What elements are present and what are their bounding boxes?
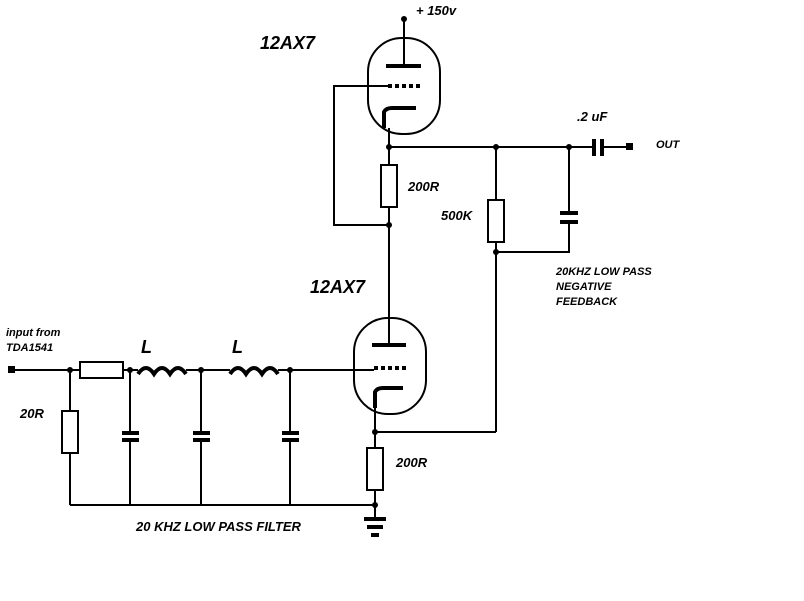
tube-bottom-envelope: [353, 317, 427, 415]
resistor-input-shunt: [61, 410, 79, 454]
resistor-series-input: [79, 361, 124, 379]
output-capacitor: [592, 139, 604, 156]
filter-capacitor-2: [193, 370, 210, 505]
inductor-1-label: L: [141, 337, 152, 357]
supply-label: + 150v: [416, 3, 457, 18]
inductor-1: [136, 366, 188, 378]
filter-capacitor-1: [122, 370, 139, 505]
resistor-feedback: [487, 199, 505, 243]
filter-capacitor-3: [282, 370, 299, 505]
resistor-feedback-label: 500K: [441, 208, 474, 223]
tube-top-cathode: [382, 106, 416, 128]
ground-symbol: [364, 517, 386, 537]
resistor-cathode-label: 200R: [395, 455, 428, 470]
inductor-2: [228, 366, 280, 378]
out-label: OUT: [656, 139, 681, 151]
inductor-2-label: L: [232, 337, 243, 357]
tube-bottom-label: 12AX7: [310, 277, 366, 297]
input-label-line1: input from: [6, 327, 61, 339]
resistor-input-shunt-label: 20R: [19, 406, 44, 421]
nfb-label-line2: NEGATIVE: [556, 281, 612, 293]
filter-caption: 20 KHZ LOW PASS FILTER: [135, 519, 302, 534]
feedback-capacitor: [560, 211, 578, 224]
resistor-plate-label: 200R: [407, 179, 440, 194]
input-label-line2: TDA1541: [6, 342, 53, 354]
tube-bottom: [353, 317, 427, 415]
tube-bottom-cathode: [373, 386, 403, 408]
tube-top-label: 12AX7: [260, 33, 316, 53]
nfb-label-line3: FEEDBACK: [556, 296, 618, 308]
cap-out-label: .2 uF: [577, 109, 608, 124]
resistor-plate: [380, 164, 398, 208]
resistor-cathode: [366, 447, 384, 491]
nfb-label-line1: 20KHZ LOW PASS: [555, 266, 652, 278]
